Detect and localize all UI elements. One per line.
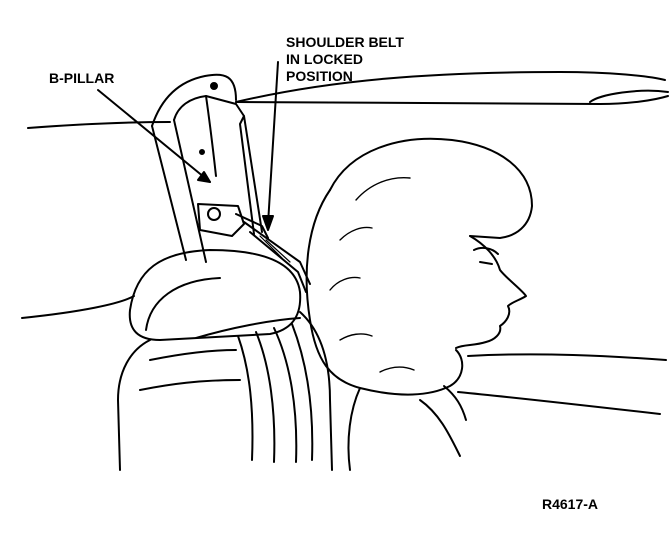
b-pillar-label: B-PILLAR: [49, 70, 115, 86]
shoulder-belt-leader: [262, 61, 279, 231]
belt-anchor: [197, 203, 269, 239]
seat-back: [117, 311, 333, 471]
occupant-figure: [305, 137, 533, 471]
b-pillar-shape: [151, 73, 263, 263]
b-pillar-leader: [97, 89, 211, 183]
shoulder-belt-label-line-1: SHOULDER BELT: [286, 34, 404, 50]
figure-reference-code: R4617-A: [542, 496, 599, 512]
headrest: [128, 249, 302, 341]
shoulder-belt-label: SHOULDER BELT IN LOCKED POSITION: [286, 34, 404, 85]
shoulder-belt-label-line-2: IN LOCKED: [286, 51, 363, 67]
roof-line: [27, 71, 669, 129]
window-line: [21, 295, 667, 415]
shoulder-belt-label-line-3: POSITION: [286, 68, 353, 84]
